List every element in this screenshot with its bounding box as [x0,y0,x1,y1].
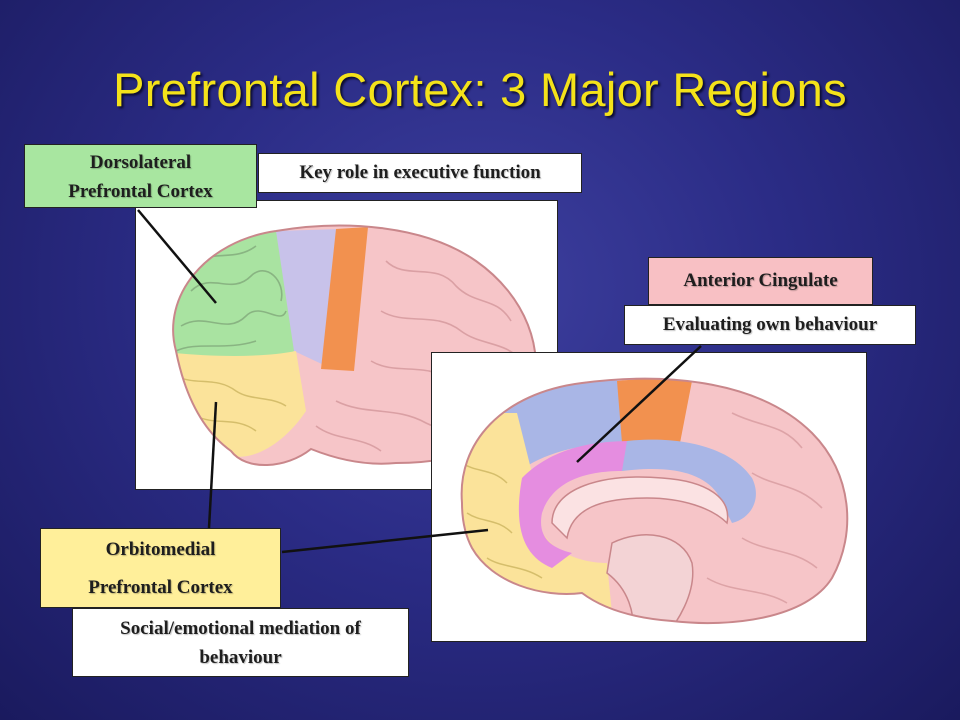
orbitomedial-medial-leader-line [281,528,489,554]
slide-title: Prefrontal Cortex: 3 Major Regions [113,63,847,116]
orbitomedial-lateral-leader-line [207,401,218,529]
medial-brain-illustration [460,377,849,625]
dorsolateral-label-line2: Prefrontal Cortex [68,181,213,202]
brainstem [606,534,694,624]
premotor-region [276,229,341,366]
anterior-cingulate-leader-line [576,345,702,463]
dorsolateral-role-label: Key role in executive function [258,153,582,193]
dorsolateral-region [173,231,301,361]
dorsolateral-leader-line [137,209,217,304]
orbitomedial-label-line2: Prefrontal Cortex [88,577,233,598]
dorsolateral-label-line1: Dorsolateral [89,152,192,173]
motor-region [321,227,368,371]
orbitomedial-label-line1: Orbitomedial [105,539,216,560]
orbital-region [173,351,306,457]
orbitomedial-role-line2: behaviour [199,647,282,668]
dorsolateral-label: Dorsolateral Prefrontal Cortex [24,144,257,208]
anterior-cingulate-label: Anterior Cingulate [648,257,873,305]
anterior-cingulate-role-label: Evaluating own behaviour [624,305,916,345]
corpus-callosum [551,476,729,540]
orbitomedial-label: Orbitomedial Prefrontal Cortex [40,528,281,608]
medial-brain-panel [431,352,867,642]
medial-motor-region [617,378,692,443]
orbitomedial-role-line1: Social/emotional mediation of [120,618,361,639]
orbitomedial-role-label: Social/emotional mediation of behaviour [72,608,409,677]
anterior-cingulate-region [518,441,632,568]
